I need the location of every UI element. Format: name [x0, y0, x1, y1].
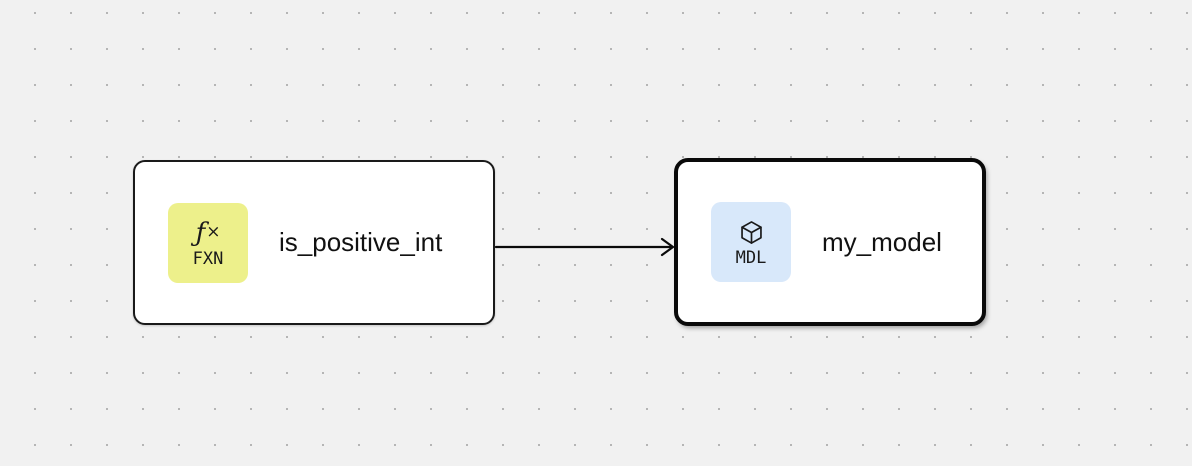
- edge-is-positive-int-to-my-model[interactable]: [494, 232, 678, 262]
- node-my-model[interactable]: MDL my_model: [674, 158, 986, 326]
- node-is-positive-int[interactable]: ƒ× FXN is_positive_int: [133, 160, 495, 325]
- fx-icon-x: ×: [206, 222, 221, 242]
- badge-type-label: FXN: [192, 248, 224, 269]
- node-label: my_model: [822, 226, 942, 257]
- cube-icon: [738, 217, 765, 247]
- page-bottom-strip: [0, 466, 1192, 472]
- function-type-badge: ƒ× FXN: [168, 202, 248, 283]
- node-label: is_positive_int: [279, 227, 443, 257]
- model-type-badge: MDL: [711, 202, 791, 282]
- fx-icon-f: ƒ: [195, 217, 206, 248]
- badge-type-label: MDL: [735, 248, 767, 268]
- edge-arrowhead-icon: [660, 237, 675, 257]
- fx-icon: ƒ×: [196, 218, 221, 248]
